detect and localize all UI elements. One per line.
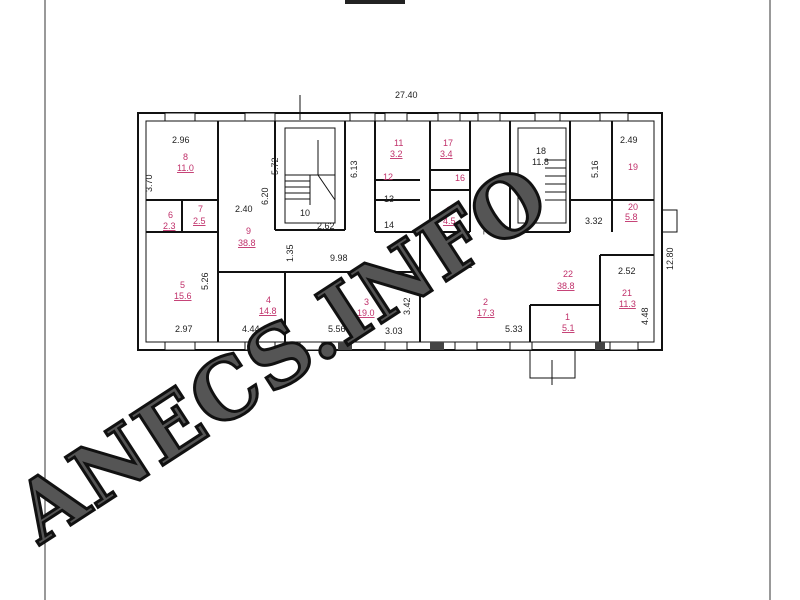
- room-number: 1: [565, 312, 570, 322]
- hatched-blocks: [338, 342, 605, 350]
- room-area: 5.8: [625, 212, 638, 222]
- dim-label: 5.42: [455, 260, 473, 270]
- room-number: 2: [483, 297, 488, 307]
- room-area: 15.6: [174, 291, 192, 301]
- room-number: 20: [628, 202, 638, 212]
- room-area: 3.2: [390, 149, 403, 159]
- room-number: 10: [300, 208, 310, 218]
- room-area: 4.5: [443, 216, 456, 226]
- room-number: 5: [180, 280, 185, 290]
- dim-label: 9.98: [330, 253, 348, 263]
- dim-label: 3.70: [144, 174, 154, 192]
- room-area: 2.3: [163, 221, 176, 231]
- dim-label: 4.44: [242, 324, 260, 334]
- room-area: 3.4: [440, 149, 453, 159]
- room-area: 11.3: [619, 299, 636, 309]
- room-number: 18: [536, 146, 546, 156]
- bottom-windows: [164, 341, 639, 351]
- dim-label: 3.32: [585, 216, 603, 226]
- dim-label: 2.49: [620, 135, 638, 145]
- room-area: 17.3: [477, 308, 495, 318]
- dim-label: 6.13: [349, 160, 359, 178]
- room-number: 14: [384, 220, 394, 230]
- interior-walls: [146, 121, 654, 342]
- dim-label: 7.84: [482, 217, 492, 235]
- room-number: 17: [443, 138, 453, 148]
- room-area: 38.8: [238, 238, 256, 248]
- dim-label: 2.62: [317, 221, 335, 231]
- dim-label: 5.56: [328, 324, 346, 334]
- dim-overall-width: 27.40: [395, 90, 418, 100]
- room-number: 21: [622, 288, 632, 298]
- room-labels: 8 11.0 7 2.5 6 2.3 5 15.6 9 38.8 10 4 14…: [163, 138, 638, 333]
- dim-label: 5.72: [270, 157, 280, 175]
- room-area: 11.8: [532, 157, 549, 167]
- stair-right: [517, 127, 567, 224]
- room-number: 8: [183, 152, 188, 162]
- dimension-labels: 27.40 12.80 2.96 3.70 2.40 6.20 5.72 6.1…: [144, 90, 675, 336]
- dim-label: 5.26: [200, 272, 210, 290]
- dim-label: 2.96: [172, 135, 190, 145]
- stair-left: [284, 95, 336, 224]
- dim-label: 3.42: [402, 297, 412, 315]
- room-number: 4: [266, 295, 271, 305]
- room-area: 14.8: [259, 306, 277, 316]
- dim-label: 2.97: [175, 324, 193, 334]
- room-number: 16: [455, 173, 465, 183]
- room-area: 11.0: [177, 163, 194, 173]
- room-area: 5.1: [562, 323, 575, 333]
- top-mark: [345, 0, 405, 4]
- room-number: 15: [446, 205, 456, 215]
- dim-label: 5.33: [505, 324, 523, 334]
- room-number: 13: [384, 194, 394, 204]
- dim-label: 6.20: [260, 187, 270, 205]
- dim-label: 1.35: [285, 244, 295, 262]
- dim-label: 3.03: [385, 326, 403, 336]
- dim-label: 2.52: [618, 266, 636, 276]
- dim-overall-height: 12.80: [665, 247, 675, 270]
- room-number: 9: [246, 226, 251, 236]
- room-area: 2.5: [193, 216, 206, 226]
- dim-label: 5.16: [590, 160, 600, 178]
- room-area: 19.0: [357, 308, 375, 318]
- room-number: 6: [168, 210, 173, 220]
- entry-steps: [529, 209, 678, 385]
- room-number: 22: [563, 269, 573, 279]
- dim-label: 2.40: [235, 204, 253, 214]
- top-windows: [164, 112, 629, 122]
- dim-label: 4.48: [640, 307, 650, 325]
- room-number: 3: [364, 297, 369, 307]
- room-area: 38.8: [557, 281, 575, 291]
- room-number: 19: [628, 162, 638, 172]
- room-number: 7: [198, 204, 203, 214]
- watermark-text: ANECS.INFO: [0, 147, 566, 563]
- room-number: 11: [394, 138, 403, 148]
- room-number: 12: [383, 172, 393, 182]
